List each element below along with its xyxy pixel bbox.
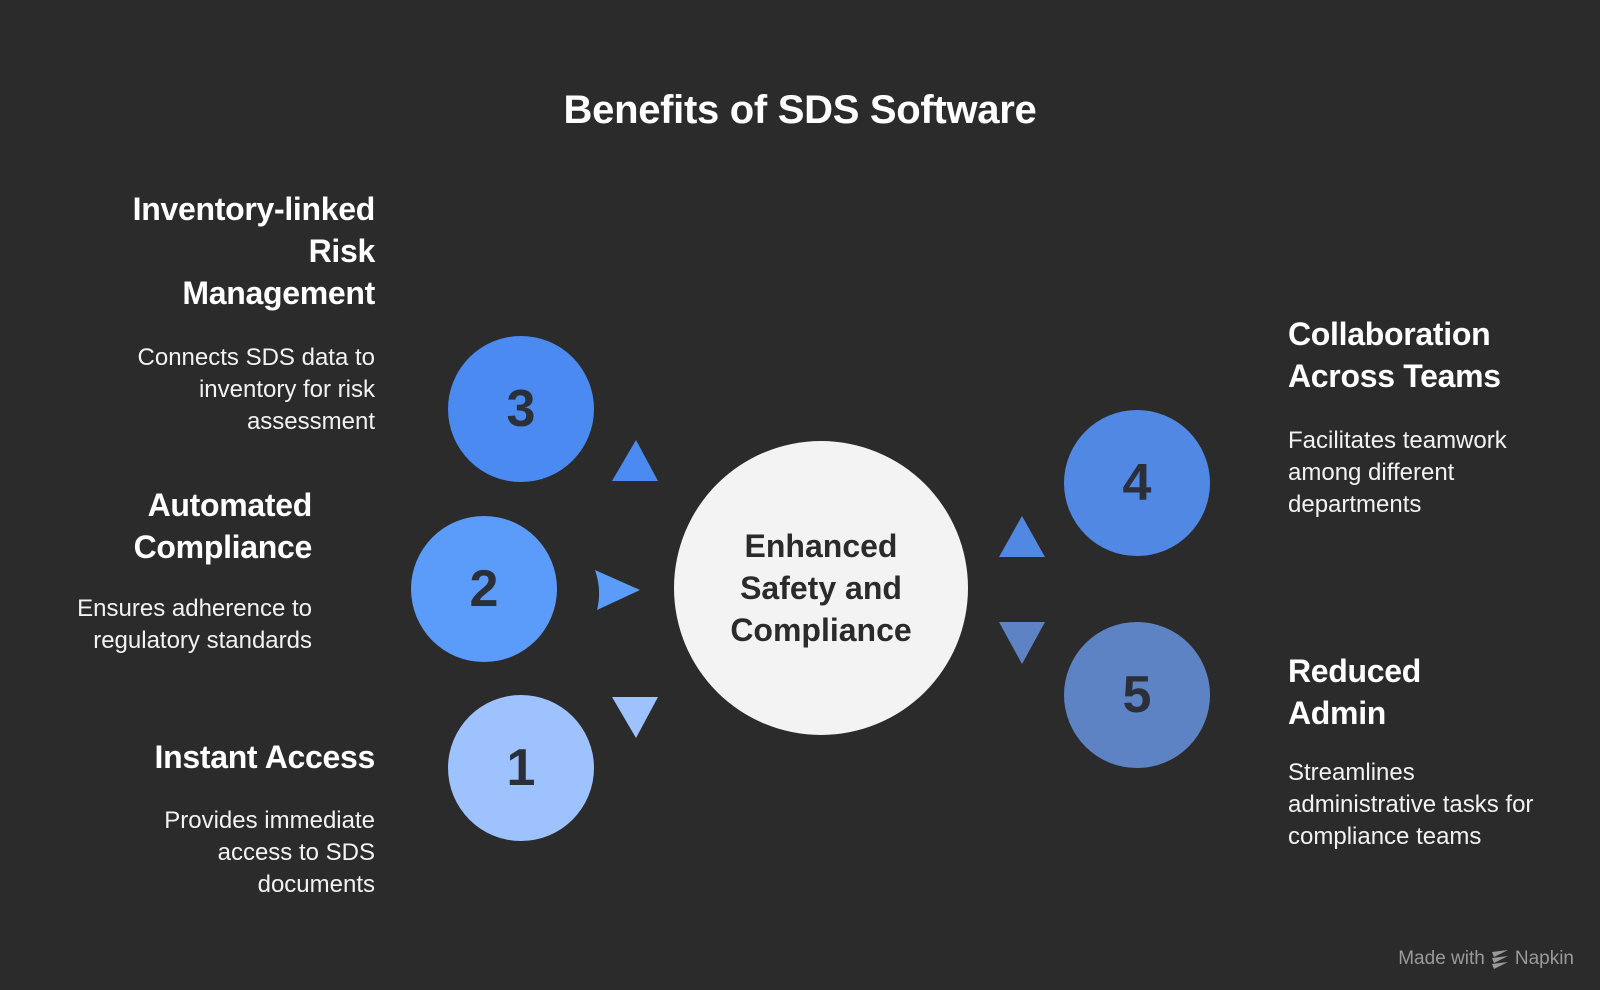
item-2-circle: 2: [411, 516, 557, 662]
item-2-number: 2: [469, 560, 499, 618]
item-4-label: Collaboration Across Teams: [1288, 316, 1501, 394]
footer-credit: Made with Napkin: [1398, 948, 1574, 970]
arrow-1-icon: [612, 697, 658, 738]
item-3-description: Connects SDS data to inventory for risk …: [137, 344, 375, 435]
arrow-2-icon: [595, 570, 640, 610]
item-1-description: Provides immediate access to SDS documen…: [164, 807, 375, 898]
item-1-number: 1: [506, 739, 536, 797]
item-3-number: 3: [506, 380, 536, 438]
item-1-circle: 1: [448, 695, 594, 841]
item-2-label: Automated Compliance: [133, 487, 313, 565]
made-with-text: Made with: [1398, 948, 1485, 969]
center-circle: Enhanced Safety and Compliance: [674, 441, 968, 735]
arrow-4-icon: [999, 516, 1045, 557]
item-3-circle: 3: [448, 336, 594, 482]
item-1-label: Instant Access: [154, 739, 376, 775]
item-5-label: Reduced Admin: [1288, 653, 1422, 731]
item-5-number: 5: [1122, 666, 1152, 724]
center-text: Enhanced Safety and Compliance: [730, 528, 912, 648]
arrow-3-icon: [612, 440, 658, 481]
item-4-number: 4: [1122, 454, 1152, 512]
item-5-circle: 5: [1064, 622, 1210, 768]
item-5-description: Streamlines administrative tasks for com…: [1288, 759, 1534, 850]
item-4-description: Facilitates teamwork among different dep…: [1288, 427, 1507, 518]
item-4-circle: 4: [1064, 410, 1210, 556]
brand-text: Napkin: [1514, 948, 1574, 969]
item-2-description: Ensures adherence to regulatory standard…: [77, 595, 312, 654]
napkin-logo-icon: [1491, 950, 1508, 969]
page-title: Benefits of SDS Software: [563, 88, 1037, 132]
arrow-5-icon: [999, 622, 1045, 664]
item-3-label: Inventory-linked Risk Management: [132, 191, 376, 311]
